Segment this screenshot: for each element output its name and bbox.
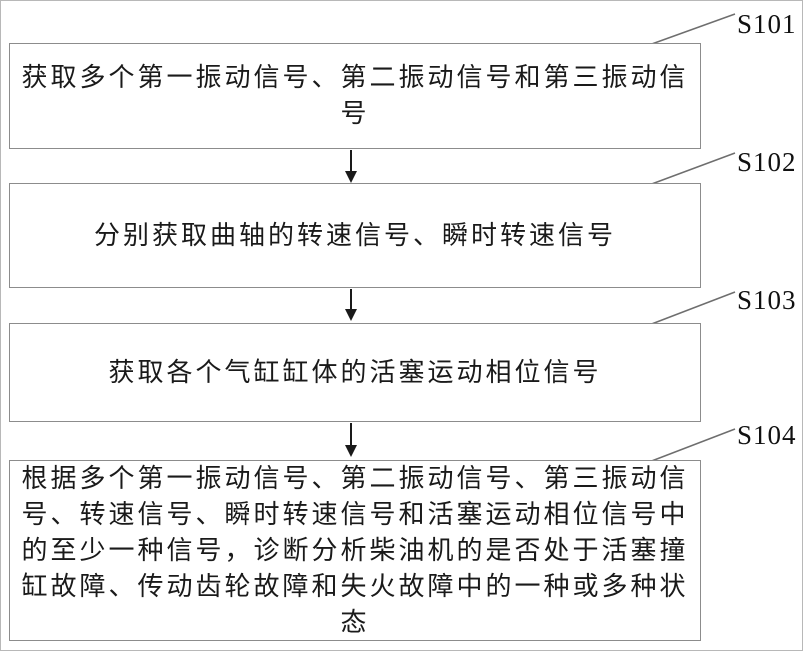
- flow-step-text-4: 根据多个第一振动信号、第二振动信号、第三振动信号、转速信号、瞬时转速信号和活塞运…: [21, 463, 689, 637]
- flow-step-text-2: 分别获取曲轴的转速信号、瞬时转速信号: [93, 220, 616, 250]
- flow-arrow-1: [345, 150, 357, 183]
- step-label-s101: S101: [737, 9, 797, 39]
- leader-line-s103: [648, 291, 736, 326]
- leader-line-s102: [648, 152, 736, 186]
- step-label-s102: S102: [737, 147, 797, 177]
- step-label-s104: S104: [737, 420, 797, 450]
- flow-arrow-3: [345, 423, 357, 457]
- flow-step-box-1: 获取多个第一振动信号、第二振动信号和第三振动信号: [9, 43, 701, 149]
- step-label-s103: S103: [737, 285, 797, 315]
- flow-step-box-2: 分别获取曲轴的转速信号、瞬时转速信号: [9, 183, 701, 288]
- flow-step-text-1: 获取多个第一振动信号、第二振动信号和第三振动信号: [21, 63, 689, 128]
- leader-line-s101: [648, 13, 736, 46]
- flow-arrow-2: [345, 289, 357, 321]
- flow-step-box-4: 根据多个第一振动信号、第二振动信号、第三振动信号、转速信号、瞬时转速信号和活塞运…: [9, 460, 701, 641]
- flow-step-box-3: 获取各个气缸缸体的活塞运动相位信号: [9, 323, 701, 422]
- flow-step-text-3: 获取各个气缸缸体的活塞运动相位信号: [108, 357, 602, 387]
